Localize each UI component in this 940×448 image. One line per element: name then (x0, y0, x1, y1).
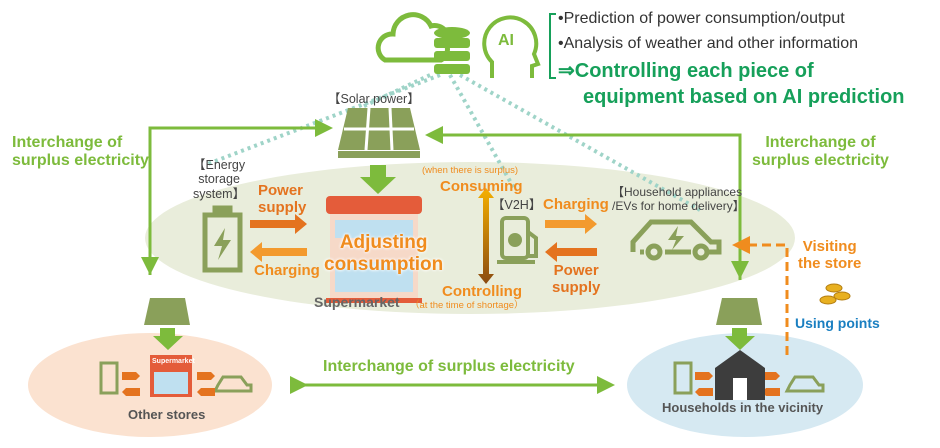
other-stores-label: Other stores (128, 407, 206, 422)
coins-icon (819, 283, 851, 305)
ai-conclusion: ⇒Controlling each piece of (558, 60, 814, 82)
solar-power-label: 【Solar power】 (328, 92, 420, 106)
charging-label-right: Charging (543, 196, 609, 213)
ai-conclusion: equipment based on AI prediction (583, 86, 905, 108)
household-icons (673, 350, 825, 400)
arrows-small (122, 372, 780, 396)
supermarket-label: Supermarket (314, 294, 400, 310)
supermarket-sign: Supermarket (152, 358, 195, 365)
v2h-charger-icon (497, 216, 538, 264)
other-store-icons (99, 355, 253, 397)
ev-car-icon (630, 219, 722, 261)
database-icon (434, 27, 470, 74)
interchange-lines (141, 119, 749, 394)
consume-control-arrow (478, 188, 494, 284)
supermarket-icon (326, 196, 422, 303)
supermarket-area (145, 162, 795, 314)
power-supply-arrow-right (545, 242, 597, 262)
charging-arrow-left (250, 242, 307, 262)
visit-dashed-line (732, 236, 789, 355)
charging-label: Charging (254, 262, 320, 279)
when-surplus-label: (when there is surplus) (422, 165, 519, 176)
using-points-label: Using points (795, 315, 880, 331)
ai-badge: AI (498, 32, 514, 49)
consuming-label: Consuming (440, 178, 523, 195)
charging-arrow-right (545, 214, 597, 234)
ai-bullet: •Prediction of power consumption/output (558, 10, 845, 27)
battery-icon (202, 205, 243, 273)
interchange-label-bottom: Interchange of surplus electricity (323, 358, 575, 375)
v2h-label: 【V2H】 (492, 198, 542, 212)
household-appliances-label: 【Household appliances/EVs for home deliv… (612, 185, 745, 213)
ai-head-icon (482, 15, 541, 78)
ai-bracket (549, 13, 556, 79)
solar-panel-icon (338, 108, 420, 158)
at-shortage-label: （at the time of shortage） (410, 300, 524, 311)
controlling-label: Controlling (442, 283, 522, 300)
ai-bullet: •Analysis of weather and other informati… (558, 35, 858, 52)
solar-to-store-arrow (370, 165, 386, 177)
solar-panel-small-icon (144, 298, 762, 325)
ai-data-links (204, 73, 701, 212)
households-label: Households in the vicinity (662, 400, 824, 415)
power-supply-arrow (250, 214, 307, 234)
